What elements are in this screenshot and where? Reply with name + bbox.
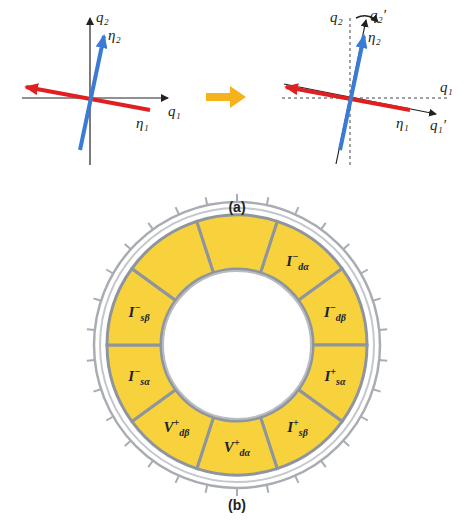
- ring-segment: I+sβ: [287, 418, 308, 438]
- frame-tick: [361, 270, 368, 274]
- ring-segment: V+dα: [224, 438, 250, 458]
- segment-label: I+sβ: [287, 418, 308, 438]
- frame-tick: [295, 476, 298, 483]
- frame-tick: [176, 476, 179, 483]
- frame-tick: [206, 485, 208, 493]
- axis-label: q₁′: [430, 118, 446, 133]
- ring-sector: [298, 269, 367, 345]
- axis-label: η₂: [368, 30, 381, 45]
- ring-illustration: [87, 194, 387, 496]
- axis-label: q₁: [168, 104, 181, 119]
- frame-tick: [106, 417, 113, 421]
- frame-tick: [176, 207, 179, 214]
- axes-right: [282, 16, 448, 165]
- frame-tick: [321, 223, 326, 229]
- panel-label: (a): [228, 200, 245, 214]
- frame-tick: [87, 328, 95, 331]
- segment-label: I−sα: [128, 367, 149, 387]
- frame-tick: [93, 298, 101, 300]
- ring-segment: I+sα: [324, 367, 345, 387]
- frame-tick: [267, 485, 269, 493]
- segment-label: I−dβ: [324, 303, 346, 323]
- frame-tick: [343, 244, 349, 249]
- ring-sector: [107, 345, 176, 421]
- frame-tick: [93, 389, 101, 391]
- ring-segment: I−sα: [128, 367, 149, 387]
- frame-ring: [94, 202, 380, 488]
- axis-label: η₁: [136, 116, 149, 131]
- frame-tick: [206, 197, 208, 205]
- axis-label: q₂′: [370, 8, 386, 23]
- frame-tick: [236, 488, 238, 496]
- transform-arrow: [206, 86, 246, 108]
- segment-label: I−dα: [286, 252, 308, 272]
- inner-rim: [163, 271, 311, 419]
- axis-label: q₂: [96, 10, 109, 25]
- frame-tick: [295, 207, 298, 214]
- axis-label: q₁: [440, 80, 453, 95]
- frame-tick: [343, 441, 349, 446]
- frame-tick: [125, 441, 131, 446]
- panel-label: (b): [228, 498, 246, 512]
- axis-label: η₁: [396, 116, 409, 131]
- ring-sector: [197, 215, 277, 273]
- axis-label: q₂: [330, 10, 343, 25]
- segment-label: V+dα: [224, 438, 250, 458]
- frame-tick: [87, 359, 95, 362]
- frame-tick: [148, 461, 153, 467]
- axes-left: [22, 18, 168, 165]
- frame-tick: [379, 359, 387, 362]
- frame-tick: [373, 389, 381, 391]
- segment-label: I−sβ: [129, 303, 150, 323]
- frame-tick: [361, 417, 368, 421]
- ring-segment: I−dα: [286, 252, 308, 272]
- frame-tick: [321, 461, 326, 467]
- frame-tick: [379, 328, 387, 331]
- ring-segment: V+dβ: [164, 418, 190, 438]
- frame-tick: [148, 223, 153, 229]
- ring-segment: I−dβ: [324, 303, 346, 323]
- frame-tick: [106, 270, 113, 274]
- segment-label: V+dβ: [164, 418, 190, 438]
- ring-segment: I−sβ: [129, 303, 150, 323]
- axis-label: η₂: [108, 28, 121, 43]
- frame-tick: [267, 197, 269, 205]
- frame-tick: [373, 298, 381, 300]
- segment-label: I+sα: [324, 367, 345, 387]
- frame-ring: [100, 208, 374, 482]
- frame-tick: [125, 244, 131, 249]
